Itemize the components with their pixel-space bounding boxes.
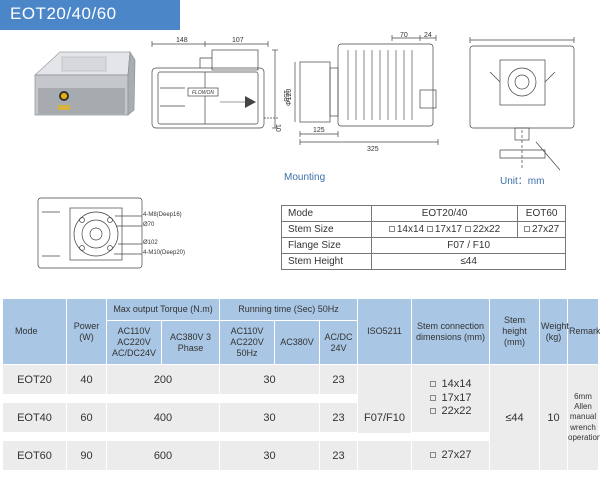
- dim-front-top-b: 24: [424, 32, 432, 39]
- spec-row-mode: Mode EOT20/40 EOT60: [281, 205, 567, 222]
- spec-row-stem-size: Stem Size 14x14 17x17 22x22 27x27: [281, 221, 567, 238]
- cell-stem-height: ≤44: [489, 364, 540, 471]
- actuator-3d-illustration: [34, 50, 136, 116]
- header-torque-col2: AC380V 3 Phase: [161, 320, 220, 365]
- header-torque-col1: AC110V AC220V AC/DC24V: [106, 320, 162, 365]
- spec-stem-options: 27x27: [516, 221, 567, 238]
- mounting-drawing: 4-M8(Deep16) Ø70 Ø102 4-M10(Deep20): [30, 192, 230, 274]
- checkbox-icon: [426, 226, 433, 233]
- checkbox-icon: [524, 226, 530, 233]
- stem-dim-value: 27x27: [441, 448, 472, 461]
- spec-label: Mode: [281, 205, 372, 222]
- dim-front-bottom-b: 325: [367, 146, 379, 153]
- header-stem-height: Stem height (mm): [489, 298, 540, 365]
- spec-label: Stem Height: [281, 253, 372, 270]
- checkbox-icon: [429, 380, 436, 387]
- header-runtime-col1: AC110V AC220V 50Hz: [219, 320, 275, 365]
- header-remark: Remark: [567, 298, 600, 365]
- spec-value: EOT60: [516, 205, 567, 222]
- table-row: EOT60 90 600 30 23 27x27: [2, 440, 599, 471]
- dim-front-bottom-a: 125: [313, 127, 325, 134]
- stem-dim-value: 22x22: [441, 405, 472, 418]
- spec-value: F07 / F10: [370, 237, 567, 254]
- spec-row-flange: Flange Size F07 / F10: [281, 237, 567, 254]
- cell-weight: 10: [539, 364, 568, 471]
- spec-label: Stem Size: [281, 221, 372, 238]
- cell-runtime-dc: 23: [319, 402, 358, 433]
- cell-torque: 600: [106, 440, 220, 471]
- cell-runtime: 30: [219, 364, 320, 395]
- table-row: EOT20 40 200 30 23 F07/F10 14x14 17x17 2…: [2, 364, 600, 471]
- spec-value: EOT20/40: [371, 205, 518, 222]
- cell-mode: EOT20: [2, 364, 67, 395]
- mounting-flange-drawing: 4-M8(Deep16) Ø70 Ø102 4-M10(Deep20): [37, 197, 185, 269]
- cell-mode: EOT60: [2, 440, 67, 471]
- cell-stem-dims-small: 14x14 17x17 22x22: [411, 364, 490, 433]
- header-mode: Mode: [2, 298, 67, 365]
- cell-remark: 6mm Allen manual wrench operation: [567, 364, 600, 471]
- dim-side-height: 153: [282, 90, 289, 102]
- cell-torque: 200: [106, 364, 220, 395]
- page-title: EOT20/40/60: [10, 4, 117, 23]
- header-runtime-col2: AC380V: [274, 320, 320, 365]
- dim-front-top-a: 70: [400, 32, 408, 39]
- spec-value: ≤44: [370, 253, 567, 270]
- unit-caption: Unit：mm: [500, 176, 545, 187]
- header-torque: Max output Torque (N.m): [106, 298, 220, 321]
- header-stem-dim: Stem connection dimensions (mm): [411, 298, 490, 365]
- cell-mode: EOT40: [2, 402, 67, 433]
- front-view-drawing: [294, 35, 439, 145]
- cell-iso: F07/F10: [357, 364, 412, 471]
- cell-power: 90: [66, 440, 107, 471]
- main-spec-table: Mode Power (W) Max output Torque (N.m) R…: [2, 298, 600, 471]
- mount-label-1: 4-M8(Deep16): [143, 212, 182, 218]
- mount-label-2: Ø70: [143, 222, 155, 228]
- stem-option: 27x27: [532, 224, 560, 235]
- spec-table: Mode EOT20/40 EOT60 Stem Size 14x14 17x1…: [281, 205, 567, 270]
- stem-dim-value: 17x17: [441, 391, 472, 404]
- stem-option: 22x22: [472, 224, 501, 235]
- header-iso: ISO5211: [357, 298, 412, 365]
- stem-dim-value: 14x14: [441, 377, 472, 390]
- side-view-drawing: [151, 41, 278, 129]
- spec-row-stem-height: Stem Height ≤44: [281, 253, 567, 270]
- mounting-caption: Mounting: [284, 172, 326, 183]
- mount-label-3: Ø102: [143, 240, 158, 246]
- cell-runtime: 30: [219, 402, 320, 433]
- header-runtime-col3: AC/DC 24V: [319, 320, 358, 365]
- spec-label: Flange Size: [281, 237, 372, 254]
- cell-torque: 400: [106, 402, 220, 433]
- dim-front-diameter: Φ120: [286, 89, 293, 106]
- product-drawings: 148 107 153 10 FLOWON: [34, 32, 575, 171]
- checkbox-icon: [429, 394, 436, 401]
- cell-power: 40: [66, 364, 107, 395]
- checkbox-icon: [429, 451, 436, 458]
- mount-label-4: 4-M10(Deep20): [143, 250, 185, 256]
- table-row: EOT40 60 400 30 23: [2, 402, 599, 433]
- title-bar: EOT20/40/60: [0, 0, 180, 30]
- checkbox-icon: [464, 226, 471, 233]
- cell-power: 60: [66, 402, 107, 433]
- brand-plate: FLOWON: [192, 90, 214, 96]
- stem-option: 14x14: [396, 224, 425, 235]
- dim-side-flange: 10: [274, 124, 281, 132]
- spec-stem-options: 14x14 17x17 22x22: [371, 221, 518, 238]
- dim-side-a: 148: [176, 37, 188, 44]
- cell-stem-dims-large: 27x27: [411, 440, 490, 471]
- drawings-area: 148 107 153 10 FLOWON: [0, 30, 600, 180]
- top-view-drawing: [469, 37, 575, 171]
- checkbox-icon: [388, 226, 395, 233]
- cell-runtime-dc: 23: [319, 364, 358, 395]
- header-runtime: Running time (Sec) 50Hz: [219, 298, 358, 321]
- cell-runtime: 30: [219, 440, 320, 471]
- header-weight: Weight (kg): [539, 298, 569, 365]
- stem-option: 17x17: [434, 224, 463, 235]
- header-power: Power (W): [66, 298, 107, 365]
- cell-runtime-dc: 23: [319, 440, 358, 471]
- checkbox-icon: [429, 408, 436, 415]
- dim-side-b: 107: [232, 37, 244, 44]
